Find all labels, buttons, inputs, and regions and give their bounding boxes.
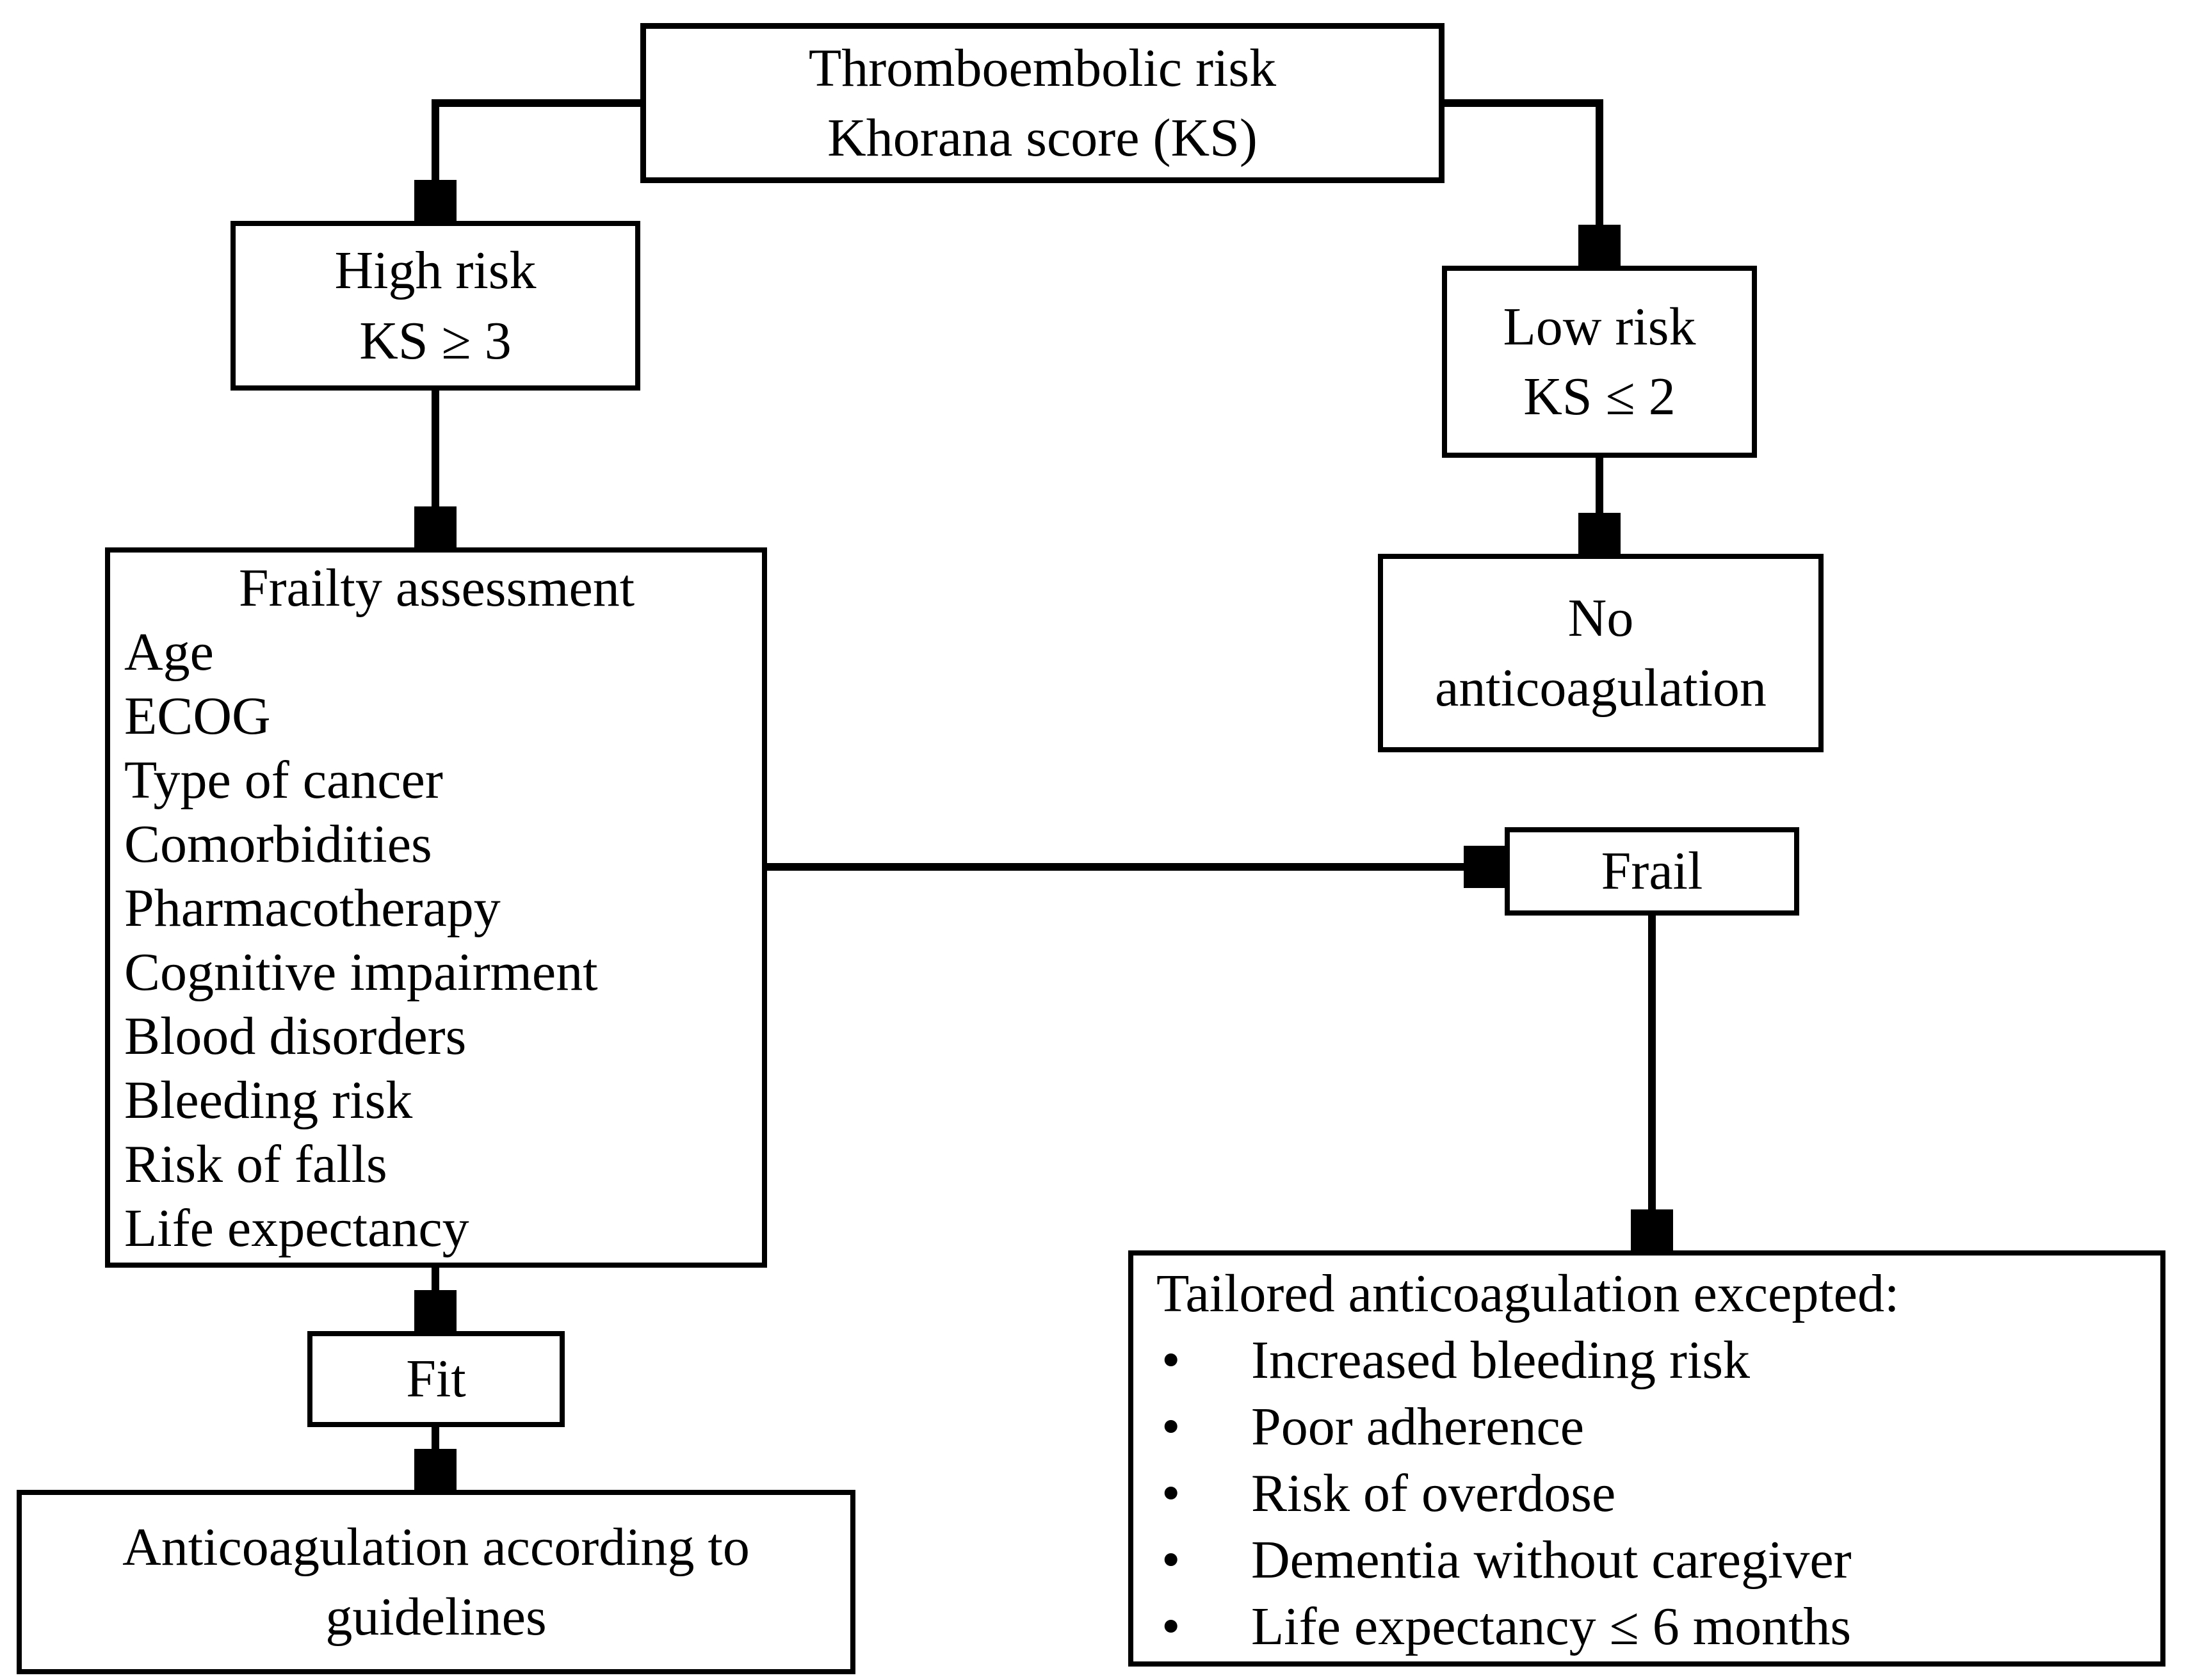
frailty-item: Pharmacotherapy (124, 878, 501, 938)
tailored-bullet-text: Risk of overdose (1251, 1464, 1616, 1523)
bullet-icon: • (1161, 1464, 1181, 1523)
bullet-icon: • (1161, 1597, 1181, 1656)
connector-root-to-low-risk (1444, 99, 1599, 261)
node-fit: Fit (307, 1331, 565, 1427)
bullet-icon: • (1161, 1397, 1181, 1457)
frailty-item: Life expectancy (124, 1199, 469, 1258)
low-risk-line-2: KS ≤ 2 (1523, 367, 1676, 426)
no-anticoagulation-line-2: anticoagulation (1435, 658, 1767, 718)
tailored-title: Tailored anticoagulation excepted: (1156, 1264, 1900, 1323)
bullet-icon: • (1161, 1530, 1181, 1590)
frailty-item: Type of cancer (124, 750, 443, 810)
no-anticoagulation-line-1: No (1567, 588, 1634, 648)
tailored-bullet-text: Dementia without caregiver (1251, 1530, 1852, 1590)
node-anticoagulation-guidelines: Anticoagulation according to guidelines (17, 1490, 855, 1674)
frail-label: Frail (1601, 841, 1703, 901)
thromboembolic-line-1: Thromboembolic risk (808, 38, 1277, 98)
fit-label: Fit (406, 1349, 466, 1409)
high-risk-line-1: High risk (334, 241, 537, 301)
frailty-title: Frailty assessment (238, 558, 635, 618)
frailty-item: Bleeding risk (124, 1070, 413, 1130)
thromboembolic-line-2: Khorana score (KS) (827, 108, 1258, 168)
frailty-item: Comorbidities (124, 814, 432, 874)
guidelines-line-1: Anticoagulation according to (122, 1517, 750, 1577)
tailored-bullet-text: Poor adherence (1251, 1397, 1585, 1457)
node-low-risk: Low risk KS ≤ 2 (1442, 266, 1757, 458)
frailty-item: ECOG (124, 686, 271, 746)
bullet-icon: • (1161, 1330, 1181, 1390)
frailty-item: Blood disorders (124, 1006, 467, 1066)
connector-root-to-high-risk (435, 99, 640, 216)
tailored-bullet-row: • Risk of overdose (1156, 1460, 2148, 1527)
tailored-bullet-row: • Life expectancy ≤ 6 months (1156, 1594, 2148, 1660)
frailty-item: Risk of falls (124, 1135, 387, 1194)
frailty-item: Age (124, 622, 214, 682)
node-high-risk: High risk KS ≥ 3 (231, 221, 640, 391)
tailored-bullet-row: • Poor adherence (1156, 1394, 2148, 1460)
node-frailty-assessment: Frailty assessment Age ECOG Type of canc… (105, 547, 767, 1268)
tailored-bullet-text: Increased bleeding risk (1251, 1330, 1751, 1390)
low-risk-line-1: Low risk (1503, 296, 1696, 357)
node-tailored-anticoagulation: Tailored anticoagulation excepted: • Inc… (1128, 1250, 2165, 1667)
node-thromboembolic-risk: Thromboembolic risk Khorana score (KS) (640, 23, 1444, 183)
high-risk-line-2: KS ≥ 3 (359, 311, 512, 371)
node-no-anticoagulation: No anticoagulation (1378, 554, 1824, 752)
tailored-bullet-text: Life expectancy ≤ 6 months (1251, 1597, 1852, 1656)
frailty-item: Cognitive impairment (124, 942, 598, 1002)
guidelines-line-2: guidelines (325, 1587, 547, 1647)
node-frail: Frail (1505, 827, 1799, 916)
tailored-bullet-row: • Increased bleeding risk (1156, 1327, 2148, 1394)
tailored-bullet-row: • Dementia without caregiver (1156, 1527, 2148, 1594)
